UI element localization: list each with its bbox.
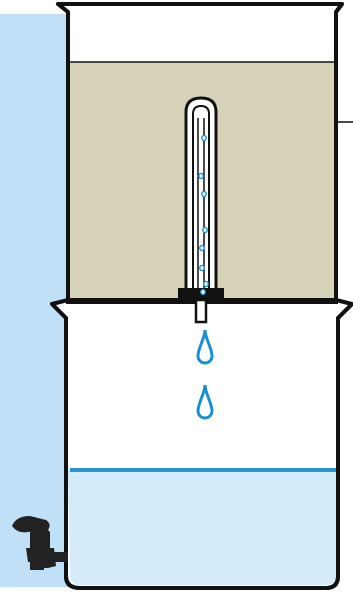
bubble [198,172,204,180]
faucet-icon[interactable] [12,516,68,570]
faucet-body [30,530,50,552]
lower-chamber-outline [50,302,353,590]
bubble [199,244,205,252]
filter-candle-icon [178,96,224,324]
bubble [200,288,206,296]
water-drop-icon [196,329,214,365]
bubble [202,226,208,234]
bubbles [198,134,209,296]
lower-chamber [50,298,353,590]
faucet-handle[interactable] [12,516,50,533]
faucet-nozzle [30,562,44,570]
lower-chamber-water [68,470,336,585]
faucet-spout [26,548,56,568]
droplets [196,329,214,420]
bubble [199,264,205,272]
bubble [201,134,207,142]
candle-inner [192,104,210,291]
bubble [201,190,207,198]
candle-base [178,288,224,302]
faucet-connector [48,552,68,562]
bubble [203,280,209,288]
outlet-pipe [194,298,208,324]
water-drop-icon [196,384,214,420]
